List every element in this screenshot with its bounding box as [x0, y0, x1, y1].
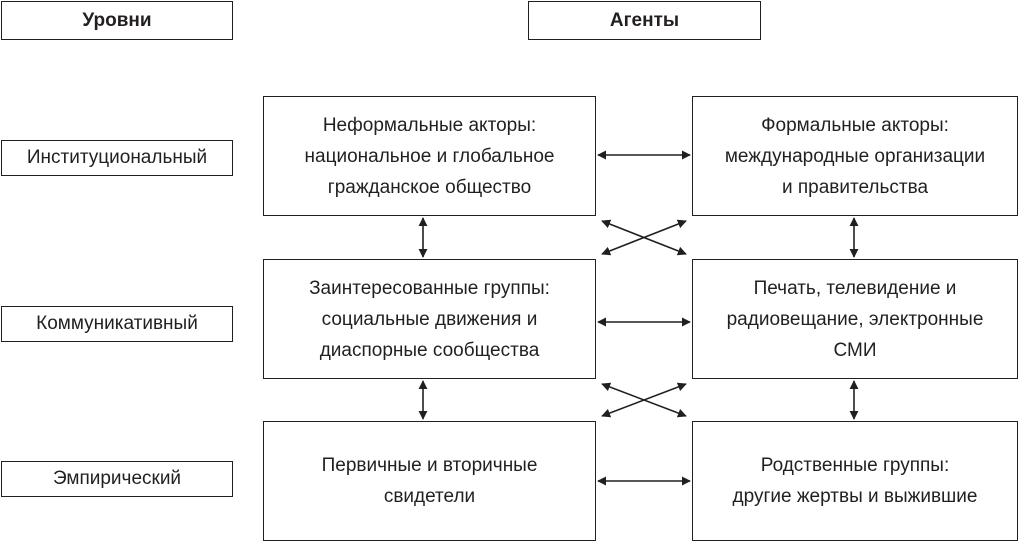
node-line: свидетели — [383, 486, 476, 507]
level-communicative: Коммуникативный — [1, 306, 233, 342]
node-line: Формальные акторы: — [761, 114, 949, 136]
node-line: и правительства — [781, 176, 929, 198]
node-line: Неформальные акторы: — [322, 114, 537, 136]
node-line: СМИ — [833, 339, 877, 361]
arrow-diag-formal-interest — [601, 219, 687, 256]
node-line: Печать, телевидение и — [753, 277, 957, 299]
node-interest-groups: Заинтересованные группы: социальные движ… — [263, 259, 596, 379]
node-line: радиовещание, электронные — [726, 308, 984, 330]
level-empirical: Эмпирический — [1, 461, 233, 497]
node-line: Родственные группы: — [760, 455, 950, 476]
node-line: гражданское общество — [327, 176, 532, 198]
header-agents: Агенты — [528, 1, 761, 40]
node-line: диаспорные сообщества — [319, 339, 540, 361]
node-witnesses: Первичные и вторичные свидетели — [263, 421, 596, 541]
node-line: социальные движения и — [321, 308, 538, 330]
node-line: другие жертвы и выжившие — [732, 486, 978, 507]
node-informal-actors: Неформальные акторы: национальное и глоб… — [263, 96, 596, 216]
node-media: Печать, телевидение и радиовещание, элек… — [692, 259, 1018, 379]
node-line: Первичные и вторичные — [321, 455, 538, 476]
header-levels: Уровни — [1, 1, 233, 40]
node-line: Заинтересованные группы: — [309, 277, 550, 299]
node-line: международные организации — [724, 145, 986, 167]
node-kin-groups: Родственные группы: другие жертвы и выжи… — [692, 421, 1018, 541]
node-formal-actors: Формальные акторы: международные организ… — [692, 96, 1018, 216]
arrow-diag-media-witnesses — [601, 382, 687, 418]
level-institutional: Институциональный — [1, 140, 233, 176]
node-line: национальное и глобальное — [304, 145, 555, 167]
